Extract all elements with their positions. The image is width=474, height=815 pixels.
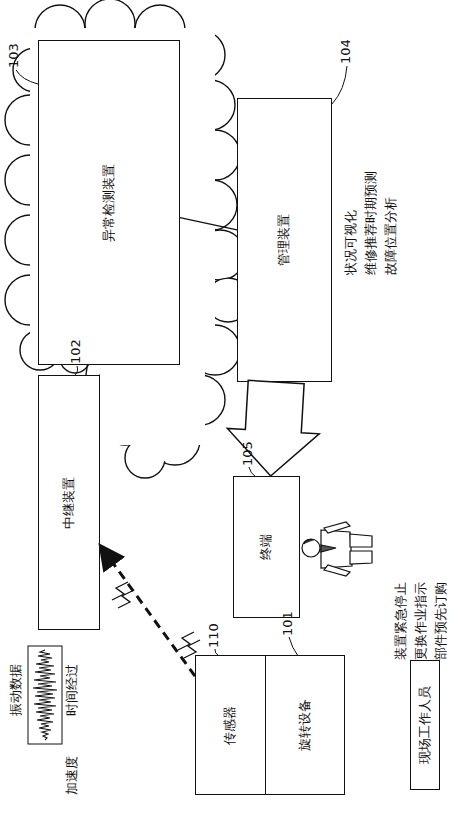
node-text: 异常检测装置 — [101, 164, 117, 242]
network-link — [180, 218, 237, 230]
chart-title: 振动数据 — [8, 640, 28, 716]
machine-box: 旋转设备 — [265, 655, 345, 795]
terminal-box: 终端 — [233, 476, 300, 618]
callout-number: 103 — [6, 32, 24, 68]
action-note: 装置紧急停止 — [393, 480, 413, 660]
worker-box: 现场工作人员 — [410, 660, 440, 790]
axis-label: 时间经过 — [64, 640, 84, 716]
network-link — [86, 365, 87, 375]
callout-number: 110 — [206, 612, 224, 648]
callout-number: 101 — [280, 600, 298, 636]
manager-box: 管理装置 — [237, 98, 332, 382]
wireless-arrow — [100, 545, 195, 676]
function-note: 故障位置分析 — [383, 100, 403, 275]
node-text: 传感器 — [222, 706, 238, 745]
node-text: 旋转设备 — [297, 699, 313, 751]
node-text: 中继装置 — [61, 477, 77, 529]
sensor-box: 传感器 — [195, 655, 266, 795]
action-note: 部件预先订购 — [433, 480, 453, 660]
wireless-symbol — [112, 582, 200, 658]
node-text: 终端 — [258, 534, 274, 560]
node-text: 现场工作人员 — [417, 686, 433, 764]
vibration-chart — [28, 646, 62, 744]
callout-number: 105 — [240, 430, 258, 466]
detector-box: 异常检测装置 — [38, 40, 180, 365]
axis-label: 加速度 — [64, 735, 84, 795]
callout-number: 102 — [68, 328, 86, 364]
block-arrow — [227, 380, 319, 476]
action-note: 更换作业指示 — [413, 480, 433, 660]
node-text: 管理装置 — [276, 214, 292, 266]
callout-number: 104 — [338, 28, 356, 64]
relay-box: 中继装置 — [38, 375, 100, 630]
worker-figure — [302, 522, 372, 576]
function-note: 维修推荐时期预测 — [363, 100, 383, 275]
function-note: 状况可视化 — [343, 100, 363, 275]
